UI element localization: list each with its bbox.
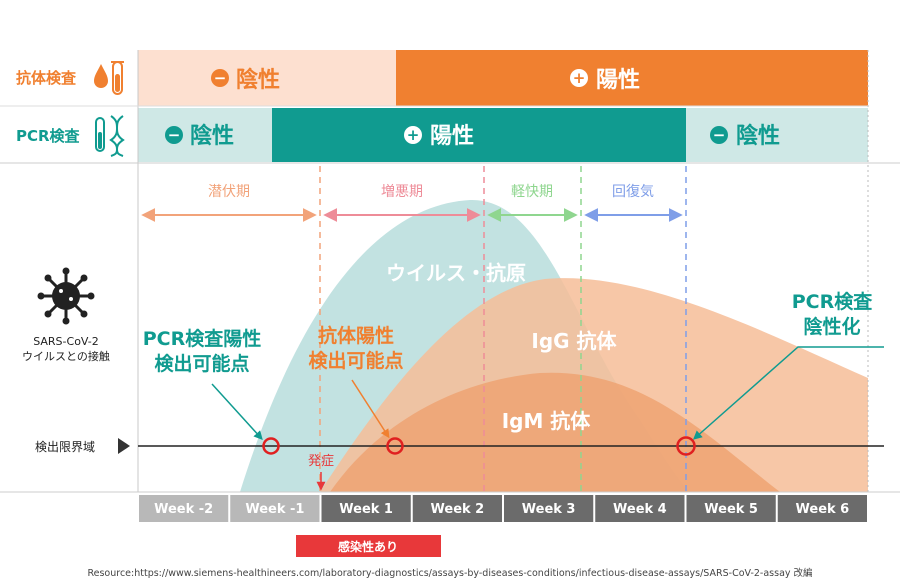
worsening-label: 増悪期 [381, 184, 423, 200]
minus-icon [165, 126, 183, 144]
pcr-positive-label: 陽性 [430, 124, 474, 149]
pcr-positive-annotation-line1: PCR検査陽性 [143, 327, 262, 350]
virus-icon [37, 267, 95, 325]
antibody-negative-label: 陰性 [236, 67, 280, 93]
antibody-positive-annotation-line1: 抗体陽性 [318, 324, 394, 347]
antibody-test-label: 抗体検査 [16, 69, 77, 87]
pcr-negative-annotation-line2: 陰性化 [803, 315, 860, 338]
antibody-positive-label: 陽性 [596, 68, 640, 93]
antibody-positive-sign: + [573, 69, 586, 87]
week-cell [412, 495, 502, 522]
antibody-positive-annotation-line2: 検出可能点 [308, 349, 403, 372]
antibody-negative-sign: − [214, 69, 227, 87]
igm-label: IgM 抗体 [502, 409, 592, 433]
virus-name-label: SARS-CoV-2 [33, 335, 99, 348]
pcr-negative-band-1 [138, 108, 272, 162]
pcr-positive-pointer [211, 383, 263, 440]
minus-icon [211, 69, 229, 87]
pcr-negative-label-2: 陰性 [736, 123, 780, 149]
antibody-positive-detection-point [386, 437, 404, 455]
pcr-negative-annotation-line1: PCR検査 [792, 290, 873, 313]
pcr-negative-label-1: 陰性 [190, 123, 234, 149]
pcr-positive-sign: + [407, 126, 420, 144]
pcr-positive-detection-point [262, 437, 280, 455]
igm-curve [330, 372, 780, 492]
pcr-negative-detection-point [676, 436, 696, 456]
minus-icon [710, 126, 728, 144]
week-label: Week 5 [704, 502, 758, 517]
week-cell [321, 495, 411, 522]
blood-drop-test-tube-icon [94, 61, 124, 95]
pcr-negative-sign-2: − [713, 126, 726, 144]
triangle-right-icon [118, 438, 130, 454]
week-cell [230, 495, 320, 522]
infectious-label: 感染性あり [338, 539, 398, 554]
week-label: Week 4 [613, 502, 667, 517]
week-cell [686, 495, 776, 522]
recovery-label: 回復気 [612, 183, 654, 200]
antibody-negative-band [138, 50, 396, 106]
remission-label: 軽快期 [511, 184, 553, 200]
dna-test-tube-icon [95, 115, 125, 157]
pcr-negative-sign-1: − [168, 126, 181, 144]
antibody-positive-band [396, 50, 868, 106]
pcr-positive-band [272, 108, 686, 162]
igg-label: IgG 抗体 [531, 329, 617, 353]
week-label: Week -2 [154, 502, 213, 517]
week-cell [504, 495, 594, 522]
week-label: Week 2 [431, 502, 485, 517]
week-label: Week 6 [796, 502, 850, 517]
pcr-positive-annotation-line2: 検出可能点 [154, 352, 249, 375]
week-cell [777, 495, 867, 522]
week-axis: Week -2 Week -1 Week 1 Week 2 Week 3 Week 4 We… [139, 495, 867, 522]
week-cell [595, 495, 685, 522]
incubation-label: 潜伏期 [208, 184, 250, 200]
onset-label: 発症 [308, 454, 334, 469]
source-caption: Resource:https://www.siemens-healthineer… [87, 567, 812, 579]
plus-icon [570, 69, 588, 87]
week-label: Week 1 [339, 502, 393, 517]
virus-contact-label: ウイルスとの接触 [22, 349, 110, 363]
infectious-badge [296, 535, 441, 557]
detection-limit-label: 検出限界域 [35, 440, 95, 454]
week-label: Week -1 [245, 502, 304, 517]
plus-icon [404, 126, 422, 144]
week-cell [139, 495, 229, 522]
pcr-test-label: PCR検査 [16, 127, 81, 145]
antibody-positive-pointer [351, 379, 390, 439]
virus-antigen-label: ウイルス・抗原 [386, 261, 526, 285]
week-label: Week 3 [522, 502, 576, 517]
pcr-negative-pointer [692, 346, 884, 440]
